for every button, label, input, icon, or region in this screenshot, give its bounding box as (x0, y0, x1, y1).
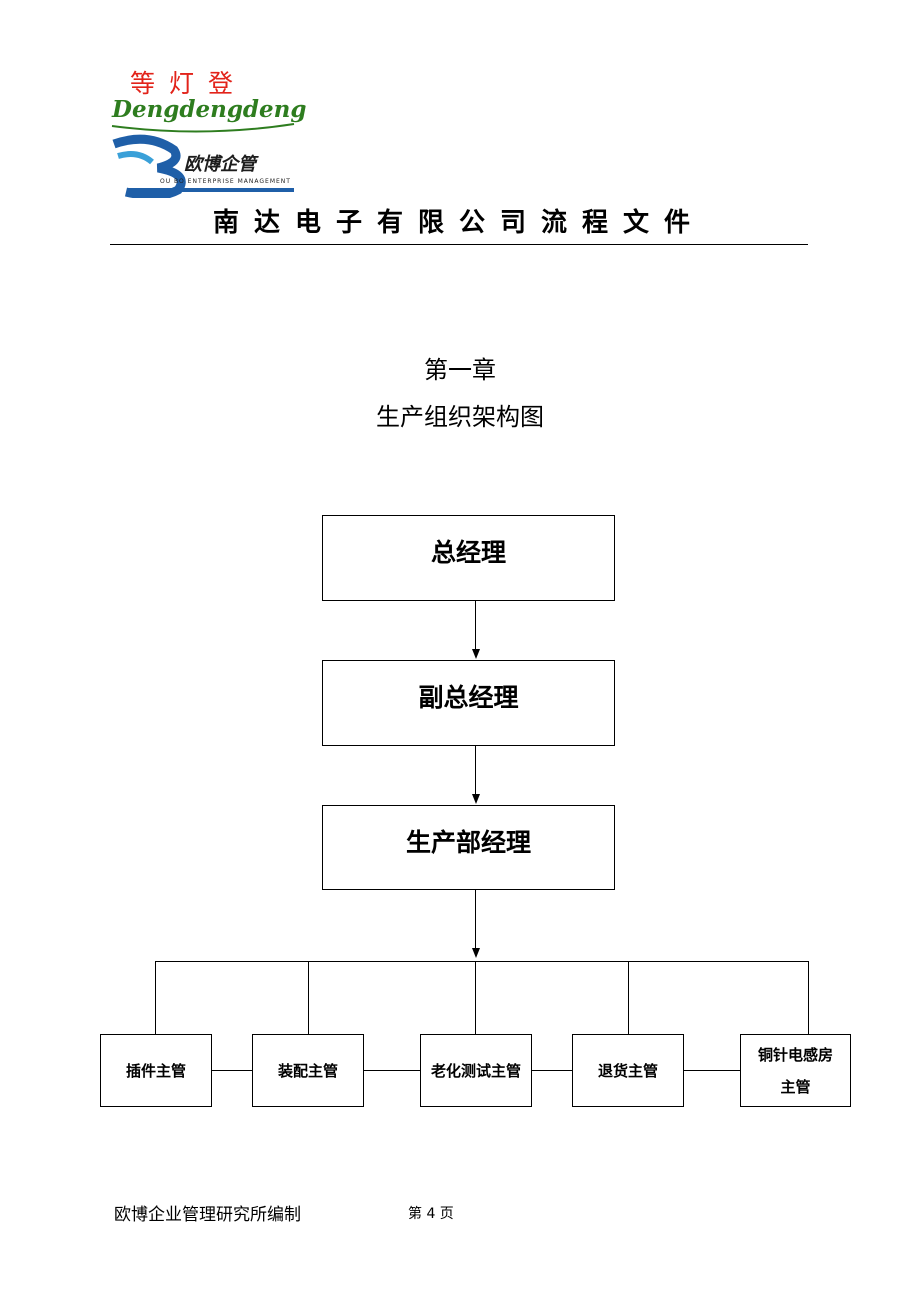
company-logo: 等灯登 Dengdengdeng 欧博企管 OU BO ENTERPRISE M… (108, 62, 306, 198)
org-box-returns-supervisor: 退货主管 (572, 1034, 684, 1107)
logo-brand-text: 欧博企管 (184, 154, 256, 175)
document-header-title: 南达电子有限公司流程文件 (212, 208, 705, 238)
header-divider (110, 244, 808, 245)
org-box-production-manager: 生产部经理 (322, 805, 615, 890)
arrow-down-icon (472, 948, 480, 958)
org-box-label: 装配主管 (277, 1061, 338, 1080)
logo-b-emblem-icon (112, 134, 294, 198)
connector-line (628, 961, 629, 1034)
org-box-aging-test-supervisor: 老化测试主管 (420, 1034, 532, 1107)
arrow-down-icon (472, 794, 480, 804)
org-box-label: 插件主管 (125, 1061, 186, 1080)
footer-publisher: 欧博企业管理研究所编制 (114, 1205, 301, 1225)
org-bus-line (155, 961, 809, 962)
logo-swoosh-icon (111, 123, 295, 133)
connector-line (155, 961, 156, 1034)
org-box-label: 老化测试主管 (430, 1061, 521, 1080)
connector-line (475, 601, 476, 649)
arrow-down-icon (472, 649, 480, 659)
org-box-label: 铜针电感房主管 (757, 1045, 833, 1096)
peer-link-line (364, 1070, 420, 1071)
logo-subtitle: OU BO ENTERPRISE MANAGEMENT (160, 178, 291, 185)
connector-line (308, 961, 309, 1034)
peer-link-line (532, 1070, 572, 1071)
org-box-copper-pin-inductor-supervisor: 铜针电感房主管 (740, 1034, 851, 1107)
connector-line (808, 961, 809, 1034)
footer-page-number: 第 4 页 (408, 1206, 454, 1222)
org-box-assembly-supervisor: 装配主管 (252, 1034, 364, 1107)
connector-line (475, 961, 476, 1034)
org-box-deputy-general-manager: 副总经理 (322, 660, 615, 746)
connector-line (475, 890, 476, 948)
peer-link-line (684, 1070, 740, 1071)
logo-english-mark: Dengdengdeng (112, 96, 307, 123)
connector-line (475, 746, 476, 794)
org-box-insertion-supervisor: 插件主管 (100, 1034, 212, 1107)
org-box-label: 总经理 (430, 538, 506, 567)
org-box-label: 副总经理 (418, 683, 519, 712)
chapter-number: 第一章 (424, 356, 496, 384)
logo-chinese-mark: 等灯登 (130, 69, 248, 98)
peer-link-line (212, 1070, 252, 1071)
org-box-label: 退货主管 (597, 1061, 658, 1080)
org-box-general-manager: 总经理 (322, 515, 615, 601)
chapter-title: 生产组织架构图 (376, 403, 544, 431)
org-box-label: 生产部经理 (405, 827, 531, 857)
